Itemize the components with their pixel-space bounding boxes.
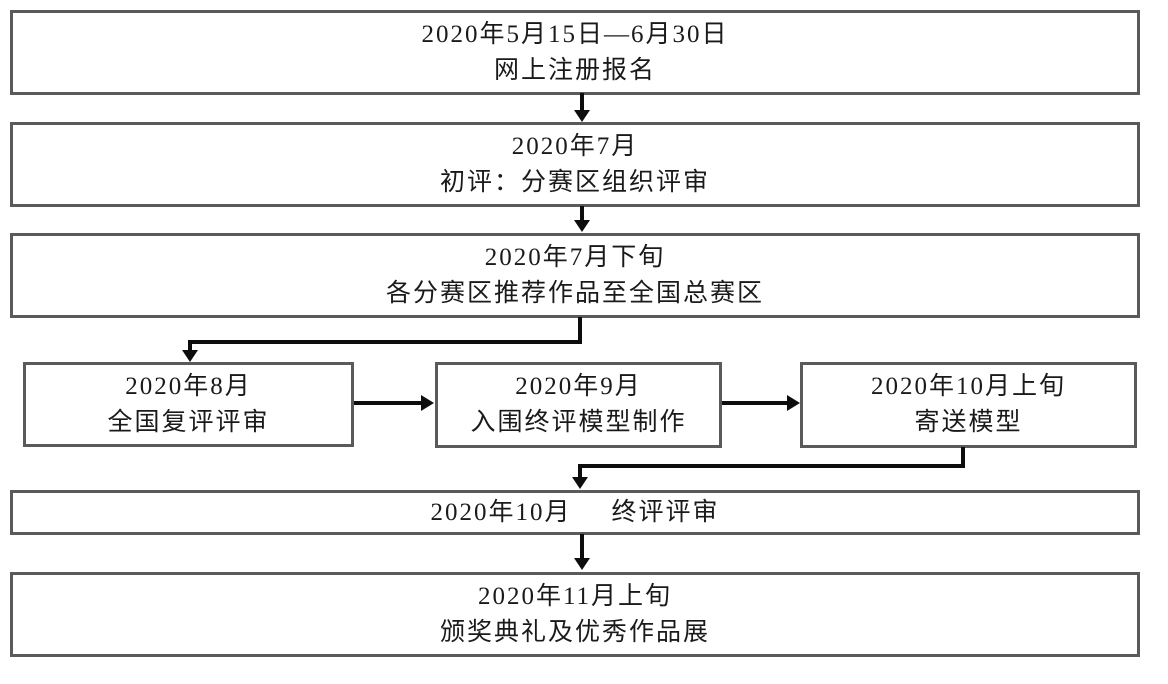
- connector-send-models-to-final-review: [578, 464, 965, 468]
- node-date: 2020年10月: [430, 498, 572, 526]
- flow-node-model-production: 2020年9月 入围终评模型制作: [435, 362, 722, 448]
- flow-node-national-reevaluation: 2020年8月 全国复评评审: [23, 362, 354, 447]
- node-event: 各分赛区推荐作品至全国总赛区: [385, 279, 764, 307]
- arrowhead-right-icon: [421, 395, 434, 411]
- arrowhead-down-icon: [574, 220, 590, 232]
- connector-send-models-to-final-review: [961, 447, 965, 468]
- flow-node-online-registration: 2020年5月15日—6月30日 网上注册报名: [10, 10, 1140, 95]
- flow-node-final-review: 2020年10月 终评评审: [10, 490, 1140, 535]
- node-date: 2020年7月: [511, 132, 639, 160]
- arrowhead-down-icon: [572, 477, 588, 489]
- arrow-preliminary-to-recommendation: [580, 206, 584, 221]
- arrowhead-down-icon: [574, 110, 590, 122]
- node-event: 颁奖典礼及优秀作品展: [439, 618, 710, 646]
- node-event: 终评评审: [611, 498, 720, 526]
- connector-recommendation-to-national-review: [188, 340, 192, 351]
- flow-node-regional-recommendation: 2020年7月下旬 各分赛区推荐作品至全国总赛区: [10, 233, 1140, 318]
- node-date: 2020年10月上旬: [870, 373, 1066, 400]
- node-event: 入围终评模型制作: [470, 409, 687, 436]
- arrowhead-down-icon: [574, 558, 590, 570]
- arrow-final-review-to-award-ceremony: [580, 534, 584, 559]
- flow-node-award-ceremony: 2020年11月上旬 颁奖典礼及优秀作品展: [10, 572, 1140, 657]
- connector-recommendation-to-national-review: [578, 317, 582, 344]
- node-event: 全国复评评审: [107, 408, 270, 436]
- node-date: 2020年11月上旬: [477, 582, 673, 610]
- arrow-registration-to-preliminary: [580, 93, 584, 111]
- flow-node-model-shipping: 2020年10月上旬 寄送模型: [800, 362, 1137, 448]
- node-event: 寄送模型: [914, 409, 1023, 436]
- arrow-model-making-to-send-models: [722, 401, 788, 405]
- node-date: 2020年7月下旬: [484, 243, 666, 271]
- node-event: 初评：分赛区组织评审: [439, 168, 710, 196]
- arrow-national-review-to-model-making: [354, 401, 422, 405]
- node-date: 2020年9月: [515, 373, 642, 400]
- connector-recommendation-to-national-review: [188, 340, 582, 344]
- connector-send-models-to-final-review: [578, 464, 582, 477]
- node-date: 2020年5月15日—6月30日: [421, 20, 729, 48]
- node-event: 网上注册报名: [493, 56, 656, 84]
- arrowhead-down-icon: [182, 350, 198, 362]
- flow-node-preliminary-review: 2020年7月 初评：分赛区组织评审: [10, 122, 1140, 207]
- arrowhead-right-icon: [787, 395, 800, 411]
- node-date: 2020年8月: [125, 372, 252, 400]
